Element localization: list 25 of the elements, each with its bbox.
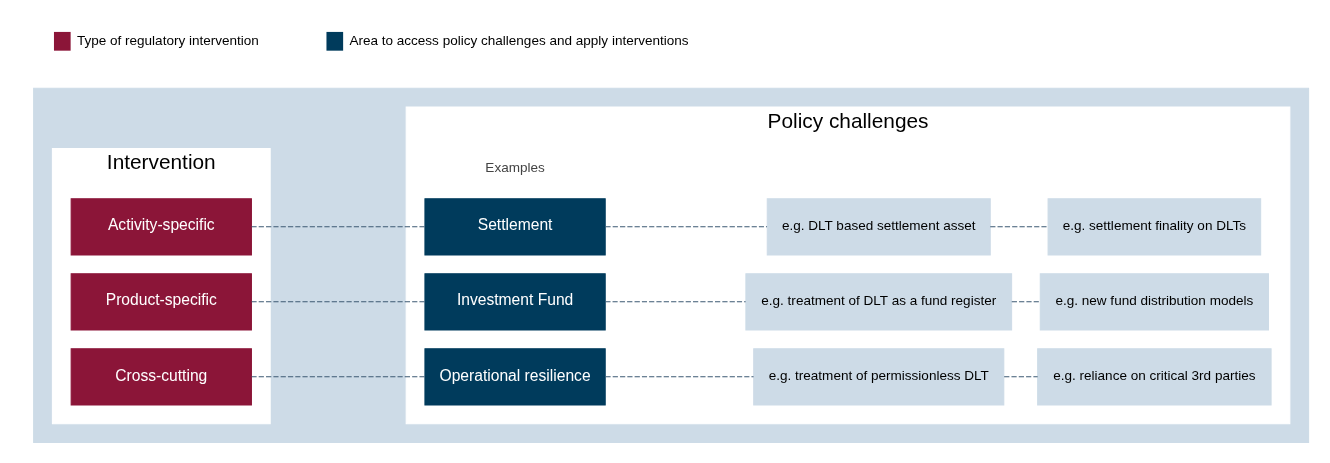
connector: [250, 375, 425, 377]
node-box: Settlement: [423, 197, 606, 255]
node-box: e.g. treatment of permissionless DLT: [752, 347, 1004, 405]
legend-label: Area to access policy challenges and apply interventions: [348, 32, 689, 48]
connector: [1003, 375, 1038, 377]
connector: [1010, 300, 1040, 302]
node-box: Cross-cutting: [70, 347, 252, 405]
node-box: Product-specific: [70, 272, 252, 330]
node-box: e.g. treatment of DLT as a fund register: [744, 272, 1012, 330]
node-box: e.g. DLT based settlement asset: [766, 197, 991, 255]
connector: [604, 375, 754, 377]
connector: [250, 300, 425, 302]
node-box: e.g. settlement finality on DLTs: [1047, 197, 1261, 255]
node-box: Operational resilience: [423, 347, 606, 405]
connector: [604, 300, 746, 302]
node-box: e.g. reliance on critical 3rd parties: [1036, 347, 1272, 405]
node-box: e.g. new fund distribution models: [1039, 272, 1269, 330]
connector: [250, 225, 425, 227]
legend-label: Type of regulatory intervention: [76, 32, 259, 48]
cluster: [32, 87, 1309, 443]
node-box: Activity-specific: [70, 197, 252, 255]
label: Examples: [484, 159, 545, 175]
node-box: Investment Fund: [423, 272, 606, 330]
connector: [989, 225, 1048, 227]
connector: [604, 225, 768, 227]
